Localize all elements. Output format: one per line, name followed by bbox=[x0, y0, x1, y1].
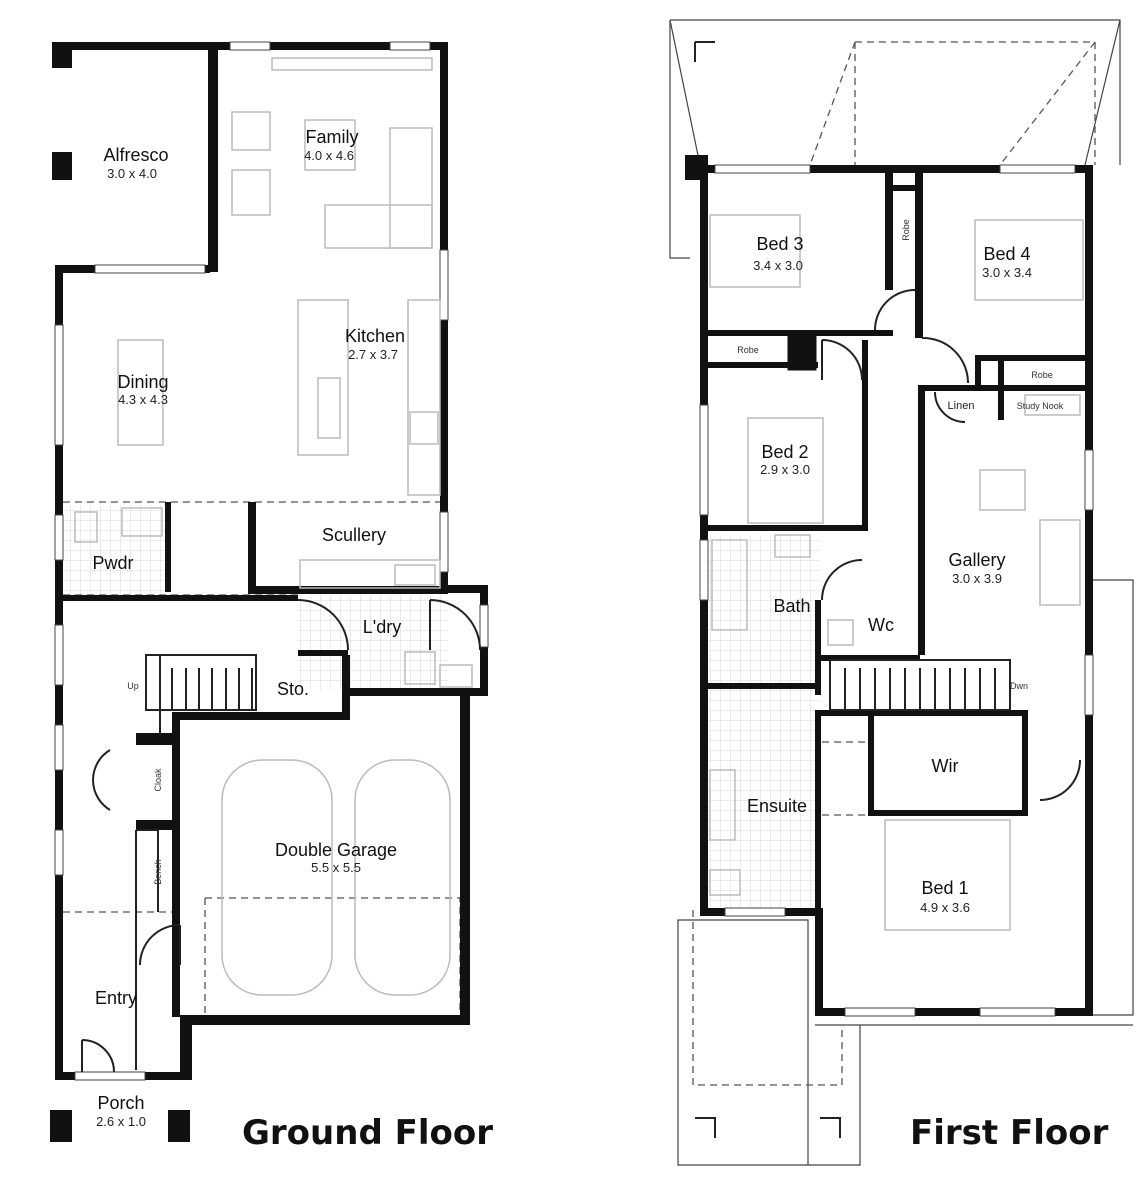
car-right bbox=[354, 759, 451, 996]
room-label-pwdr: Pwdr bbox=[92, 553, 133, 573]
bench-label: Bench bbox=[153, 859, 163, 885]
room-label-ensuite: Ensuite bbox=[747, 796, 807, 816]
room-dims-dining: 4.3 x 4.3 bbox=[118, 392, 168, 407]
ground-floor-plan: Alfresco 3.0 x 4.0 Family 4.0 x 4.6 Kitc… bbox=[50, 41, 493, 1153]
room-label-wc: Wc bbox=[868, 615, 894, 635]
room-label-bed1: Bed 1 bbox=[921, 878, 968, 898]
room-label-bath: Bath bbox=[773, 596, 810, 616]
room-dims-bed3: 3.4 x 3.0 bbox=[753, 258, 803, 273]
first-floor-plan: Bed 3 3.4 x 3.0 Robe Bed 4 3.0 x 3.4 Rob… bbox=[669, 19, 1134, 1166]
room-label-robe-bed4: Robe bbox=[1031, 370, 1053, 380]
room-label-scullery: Scullery bbox=[322, 525, 386, 545]
room-dims-garage: 5.5 x 5.5 bbox=[311, 860, 361, 875]
room-label-dining: Dining bbox=[117, 372, 168, 392]
room-label-bed3: Bed 3 bbox=[756, 234, 803, 254]
room-dims-bed4: 3.0 x 3.4 bbox=[982, 265, 1032, 280]
room-dims-family: 4.0 x 4.6 bbox=[304, 148, 354, 163]
ground-floor-title: Ground Floor bbox=[242, 1113, 493, 1153]
room-dims-gallery: 3.0 x 3.9 bbox=[952, 571, 1002, 586]
room-label-robe-bed3: Robe bbox=[901, 219, 911, 241]
room-dims-alfresco: 3.0 x 4.0 bbox=[107, 166, 157, 181]
room-label-robe-bed2: Robe bbox=[737, 345, 759, 355]
laundry-tiles bbox=[298, 595, 448, 690]
wet-area-tiles bbox=[708, 535, 820, 907]
room-label-garage: Double Garage bbox=[275, 840, 397, 860]
room-label-linen: Linen bbox=[948, 400, 975, 412]
stairs-up-label: Up bbox=[127, 681, 139, 691]
first-doors bbox=[821, 289, 1081, 801]
first-furniture bbox=[709, 214, 1084, 931]
ground-windows bbox=[54, 41, 489, 1081]
room-label-laundry: L'dry bbox=[363, 617, 401, 637]
room-label-kitchen: Kitchen bbox=[345, 326, 405, 346]
room-label-porch: Porch bbox=[97, 1093, 144, 1113]
room-label-storage: Sto. bbox=[277, 679, 309, 699]
room-label-cloak: Cloak bbox=[153, 768, 163, 792]
room-label-alfresco: Alfresco bbox=[103, 145, 168, 165]
room-label-bed2: Bed 2 bbox=[761, 442, 808, 462]
first-stairs bbox=[829, 659, 1011, 711]
stairs-down-label: Dwn bbox=[1010, 681, 1028, 691]
room-label-bed4: Bed 4 bbox=[983, 244, 1030, 264]
room-dims-bed1: 4.9 x 3.6 bbox=[920, 900, 970, 915]
room-dims-porch: 2.6 x 1.0 bbox=[96, 1114, 146, 1129]
ground-stairs bbox=[135, 654, 257, 1070]
room-dims-kitchen: 2.7 x 3.7 bbox=[348, 347, 398, 362]
roof-outline bbox=[669, 19, 1134, 1166]
pwdr-tiles bbox=[63, 505, 165, 595]
first-windows bbox=[699, 164, 1094, 1017]
room-label-family: Family bbox=[306, 127, 359, 147]
ground-doors bbox=[81, 599, 481, 1073]
room-label-entry: Entry bbox=[95, 988, 137, 1008]
room-dims-bed2: 2.9 x 3.0 bbox=[760, 462, 810, 477]
first-floor-title: First Floor bbox=[910, 1113, 1109, 1153]
ground-furniture bbox=[74, 57, 473, 996]
room-label-wir: Wir bbox=[932, 756, 959, 776]
room-label-gallery: Gallery bbox=[948, 550, 1005, 570]
car-left bbox=[221, 759, 333, 996]
room-label-study-nook: Study Nook bbox=[1017, 401, 1064, 411]
